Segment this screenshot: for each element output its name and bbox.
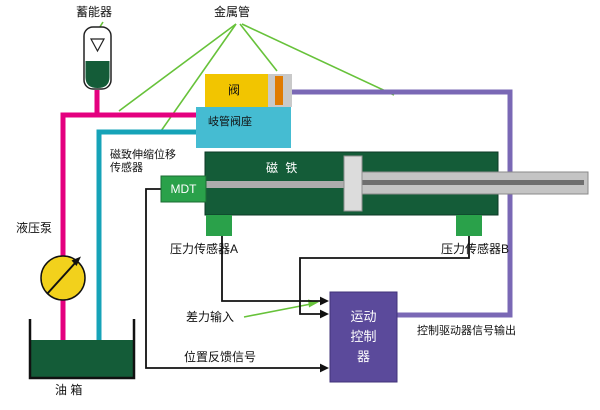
valve-stripe bbox=[275, 76, 283, 105]
signal-wires bbox=[145, 188, 470, 373]
accumulator-fluid bbox=[85, 61, 110, 88]
position-feedback-label: 位置反馈信号 bbox=[184, 350, 257, 364]
motion-controller-block bbox=[329, 291, 398, 383]
accumulator-vessel bbox=[83, 26, 112, 90]
oil-tank-label: 油 箱 bbox=[55, 383, 83, 397]
mdt-sensor-label-line2: 传感器 bbox=[110, 162, 143, 175]
accumulator-label: 蓄能器 bbox=[76, 5, 113, 19]
hydraulic-pump bbox=[40, 255, 86, 301]
valve-label: 阀 bbox=[228, 83, 241, 97]
hydraulic-cylinder bbox=[204, 151, 589, 216]
mdt-label: MDT bbox=[170, 182, 197, 196]
wire-arrowhead-icon bbox=[320, 309, 329, 319]
annotation-lines bbox=[97, 21, 395, 318]
drive-signal-output-label: 控制驱动器信号输出 bbox=[417, 325, 516, 337]
hydraulic-pump-label: 液压泵 bbox=[16, 221, 53, 235]
motion-controller: 运动控制器 bbox=[330, 292, 397, 382]
pressure-pipe bbox=[60, 112, 196, 256]
return-pipe bbox=[96, 129, 196, 366]
metal-pipe-label: 金属管 bbox=[214, 5, 251, 19]
callout-metal-pipe-line-1 bbox=[118, 23, 237, 112]
mdt-sensor-label: 磁致伸缩位移 传感器 bbox=[110, 149, 176, 175]
callout-metal-pipe-line-4 bbox=[241, 23, 395, 96]
mdt-block bbox=[160, 175, 207, 203]
oil-tank bbox=[28, 319, 136, 380]
pressure-a-wire bbox=[221, 236, 321, 302]
pump-arrow-line bbox=[46, 261, 77, 295]
wire-arrowhead-icon bbox=[320, 296, 329, 306]
manifold-block bbox=[196, 107, 291, 148]
motion-controller-label: 运动控制器 bbox=[350, 308, 377, 365]
pressure-sensor-a-block bbox=[206, 215, 232, 236]
position-feedback-wire bbox=[145, 188, 321, 369]
pressure-sensor-a-label: 压力传感器A bbox=[170, 242, 239, 256]
sensor-rod bbox=[205, 181, 345, 188]
servo-valve bbox=[205, 74, 292, 107]
callout-metal-pipe-line-3 bbox=[239, 23, 278, 72]
mdt-sensor-label-line1: 磁致伸缩位移 bbox=[110, 149, 176, 161]
valve-drive-signal-line bbox=[292, 89, 513, 318]
manifold-seat-label: 岐管阀座 bbox=[208, 116, 252, 128]
tank-fluid bbox=[31, 340, 133, 377]
pressure-b-wire bbox=[299, 236, 470, 315]
valve-block bbox=[205, 74, 268, 107]
piston-rod-core bbox=[362, 180, 584, 185]
pressure-sensor-b-label: 压力传感器B bbox=[441, 242, 510, 256]
pump-arrowhead-icon bbox=[71, 256, 81, 266]
piston bbox=[343, 155, 363, 212]
diff-input-arrow-line bbox=[243, 303, 312, 318]
pressure-sensor-b-block bbox=[456, 215, 482, 236]
tank-walls bbox=[28, 319, 136, 380]
diff-force-input-label: 差力输入 bbox=[186, 310, 235, 324]
gas-triangle-icon bbox=[89, 38, 106, 53]
magnet-label: 磁 铁 bbox=[266, 161, 300, 175]
wire-arrowhead-icon bbox=[320, 363, 329, 373]
